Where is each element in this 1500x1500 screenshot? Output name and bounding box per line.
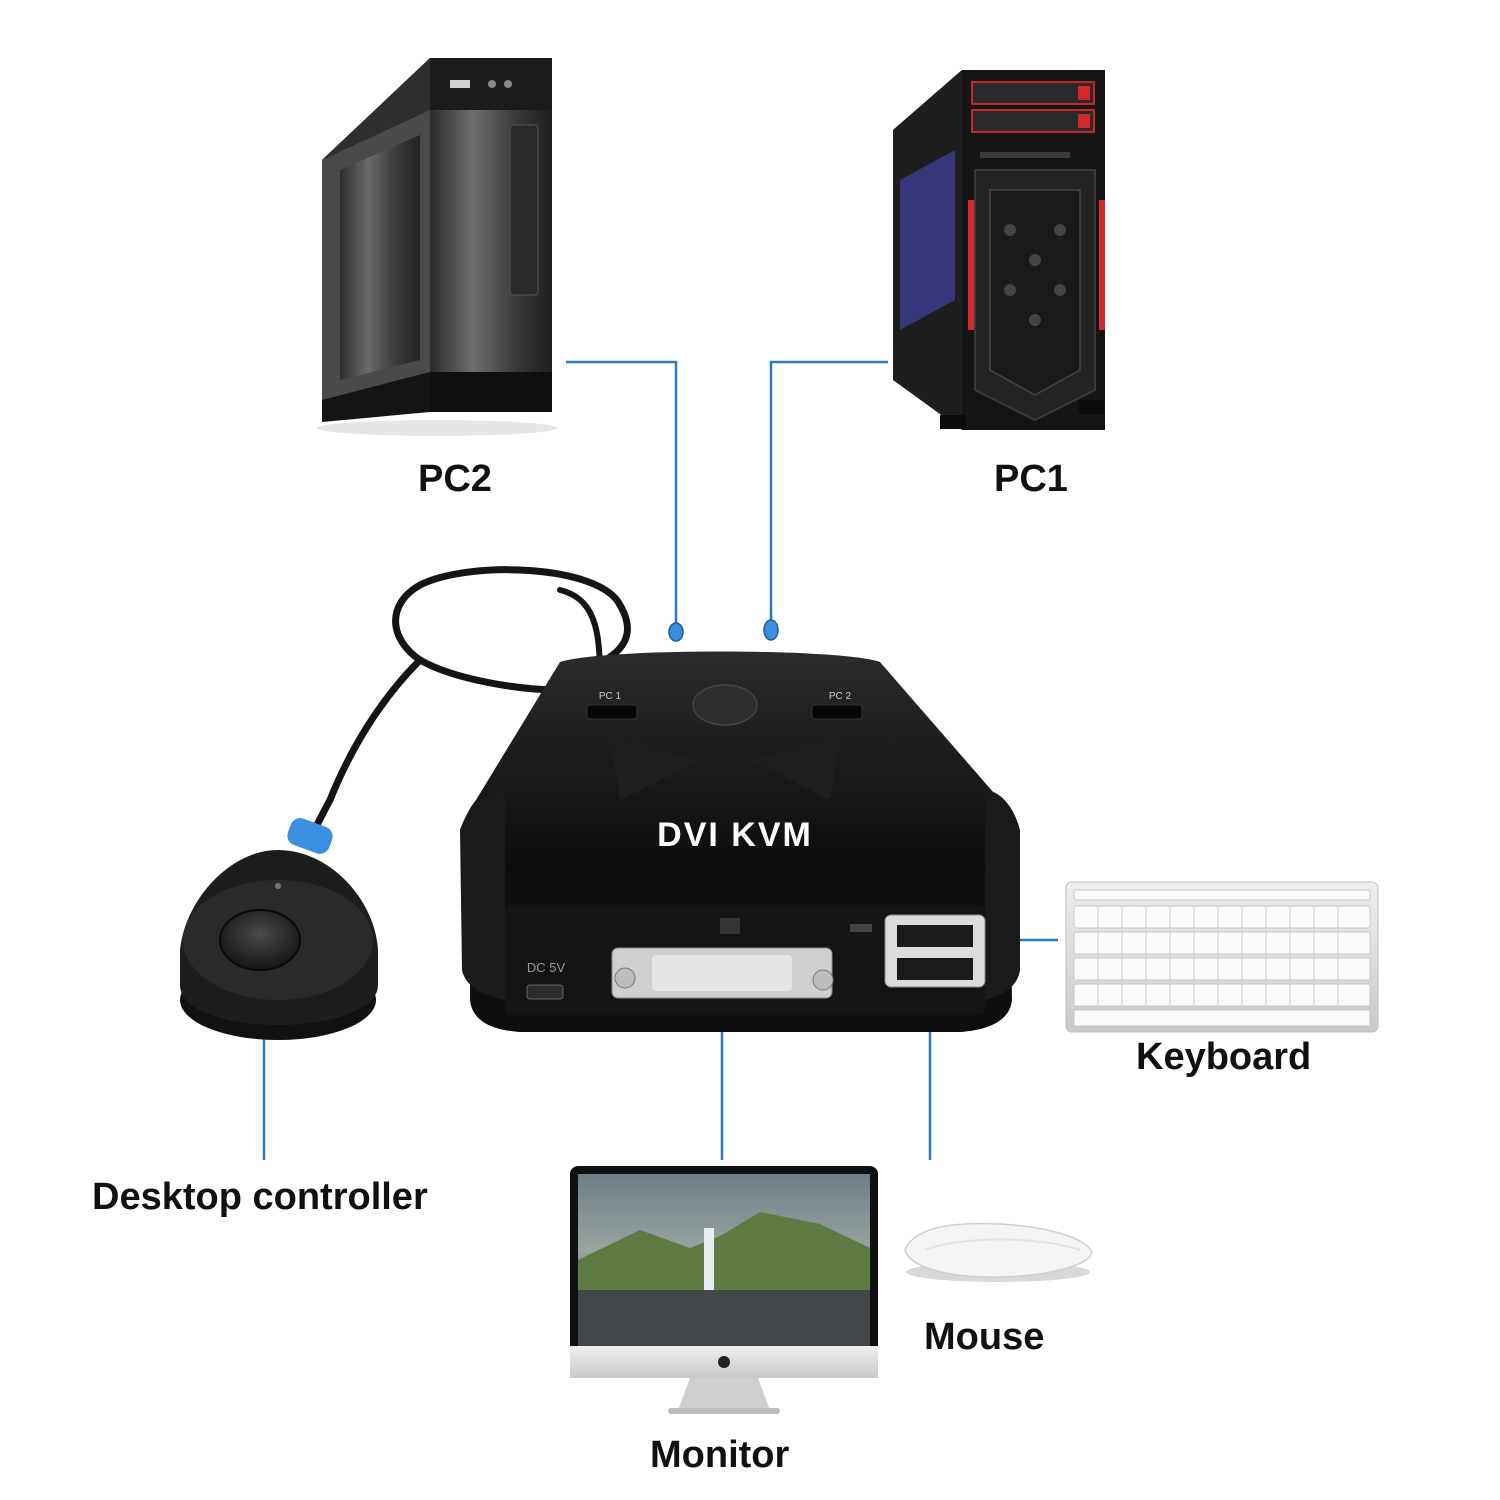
desktop-controller-image [180, 850, 378, 1040]
pc1-connector-line [769, 360, 888, 620]
keyboard-key-dividers [1097, 906, 1339, 1006]
pc2-connector-line [566, 360, 678, 625]
keyboard-keys [1073, 889, 1371, 1027]
pc2-port-dot [668, 622, 684, 642]
mouse-image [904, 1222, 1093, 1282]
mouse-label: Mouse [924, 1316, 1045, 1358]
monitor-label: Monitor [650, 1434, 790, 1476]
cable-strain-relief [287, 818, 333, 854]
monitor-image [570, 1166, 878, 1414]
pc1-tower-image [893, 70, 1105, 430]
pc2-tower-image [317, 58, 557, 436]
kvm-port-pc1-label: PC 1 [599, 691, 622, 702]
kvm-switch-image [460, 651, 1020, 1032]
kvm-port-pc2-label: PC 2 [829, 691, 852, 702]
kvm-title: DVI KVM [657, 816, 813, 854]
desktop-controller-label: Desktop controller [92, 1176, 428, 1218]
keyboard-label: Keyboard [1136, 1036, 1312, 1078]
kvm-dc-label: DC 5V [527, 960, 566, 975]
pc1-label: PC1 [994, 458, 1068, 500]
pc1-port-dot [763, 619, 779, 641]
pc2-label: PC2 [418, 458, 492, 500]
keyboard-image [1065, 881, 1379, 1033]
kvm-text: DVI KVM PC 1 PC 2 DC 5V [527, 691, 852, 975]
